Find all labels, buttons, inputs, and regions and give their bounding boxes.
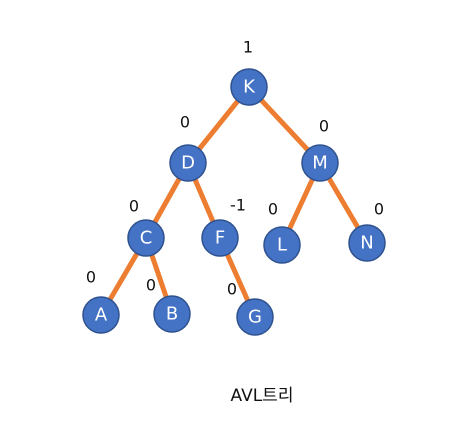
tree-node-b: B — [153, 295, 191, 333]
tree-node-d: D — [169, 144, 207, 182]
diagram-caption: AVL트리 — [231, 386, 294, 406]
node-circle — [82, 296, 120, 334]
balance-factor-b: 0 — [146, 276, 156, 295]
balance-factors-layer: 1 0 0 0 -1 0 0 0 0 0 — [86, 38, 384, 299]
node-circle — [153, 295, 191, 333]
tree-node-g: G — [236, 298, 274, 336]
node-label: K — [243, 77, 256, 98]
balance-factor-a: 0 — [86, 268, 96, 287]
node-circle — [127, 219, 165, 257]
tree-node-n: N — [348, 224, 386, 262]
balance-factor-c: 0 — [129, 197, 139, 216]
node-label: B — [166, 304, 178, 325]
balance-factor-m: 0 — [319, 117, 329, 136]
node-circle — [236, 298, 274, 336]
node-label: G — [248, 307, 262, 328]
balance-factor-k: 1 — [243, 38, 253, 57]
node-circle — [348, 224, 386, 262]
node-circle — [301, 144, 339, 182]
node-circle — [169, 144, 207, 182]
node-label: N — [360, 233, 373, 254]
balance-factor-g: 0 — [227, 280, 237, 299]
tree-node-l: L — [263, 226, 301, 264]
tree-node-a: A — [82, 296, 120, 334]
tree-node-m: M — [301, 144, 339, 182]
node-circle — [263, 226, 301, 264]
tree-node-k: K — [230, 68, 268, 106]
node-label: F — [215, 228, 225, 249]
balance-factor-f: -1 — [230, 196, 246, 215]
balance-factor-n: 0 — [374, 200, 384, 219]
node-label: L — [277, 235, 287, 256]
node-label: C — [140, 228, 153, 249]
node-label: A — [95, 305, 108, 326]
node-circle — [230, 68, 268, 106]
nodes-layer: K D M C F L N A B G — [82, 68, 386, 336]
tree-node-c: C — [127, 219, 165, 257]
node-label: M — [312, 153, 328, 174]
balance-factor-l: 0 — [268, 200, 278, 219]
node-circle — [201, 219, 239, 257]
node-label: D — [181, 153, 195, 174]
balance-factor-d: 0 — [180, 113, 190, 132]
tree-node-f: F — [201, 219, 239, 257]
